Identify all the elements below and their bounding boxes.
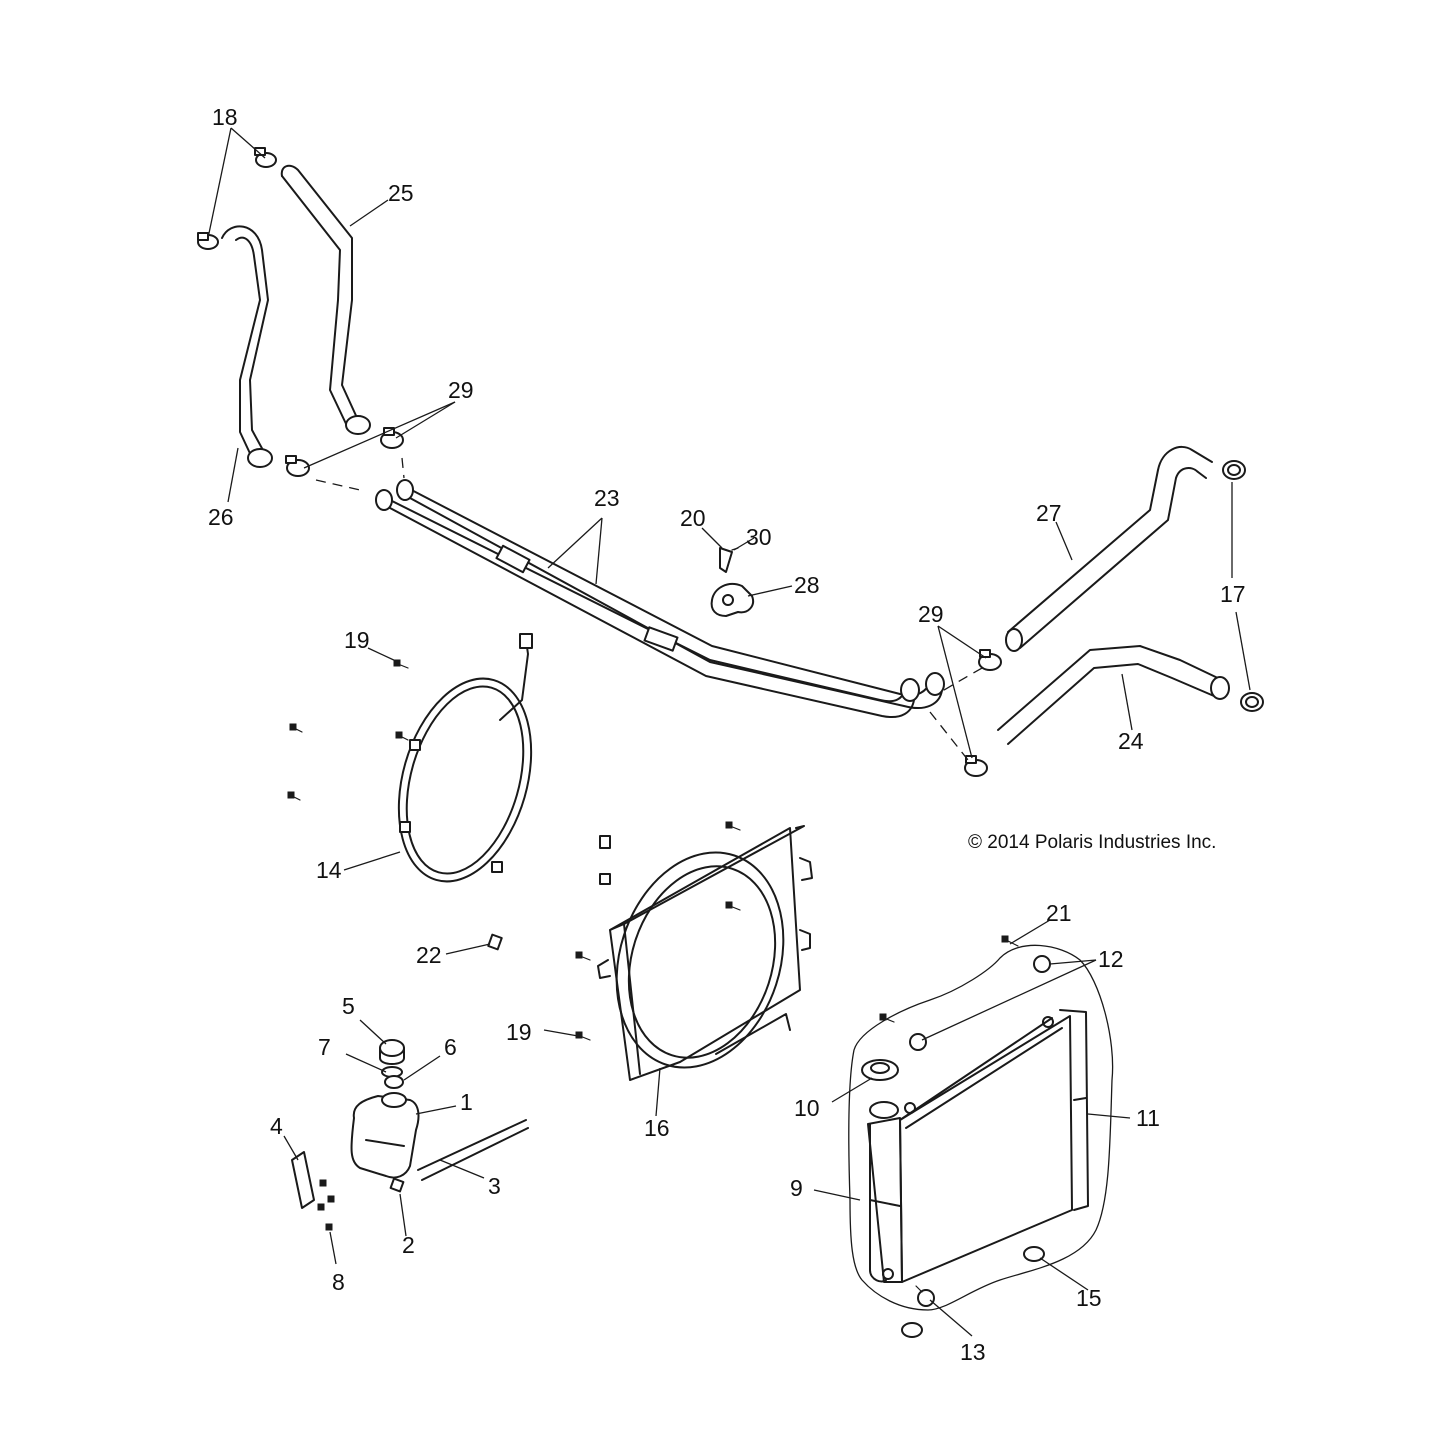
tube-3 [417, 1119, 529, 1181]
callout-12: 12 [1098, 946, 1124, 972]
radiator-9 [867, 1009, 1089, 1283]
callout-23: 23 [594, 485, 620, 511]
callout-10: 10 [794, 1095, 820, 1121]
clip-20 [719, 547, 733, 573]
callout-6: 6 [444, 1034, 457, 1060]
clamp-29-right-b [964, 755, 988, 777]
callout-13: 13 [960, 1339, 986, 1365]
callout-4: 4 [270, 1113, 283, 1139]
callout-20: 20 [680, 505, 706, 531]
callout-leaders [207, 127, 1251, 1337]
bracket-4 [291, 1151, 315, 1209]
clamp-29-right-a [978, 649, 1002, 671]
callout-24: 24 [1118, 728, 1144, 754]
callout-11: 11 [1136, 1105, 1160, 1131]
fan-ring-14 [397, 633, 533, 883]
callout-30: 30 [746, 524, 772, 550]
clamp-18-top [254, 147, 277, 168]
coolant-tubes-23 [375, 479, 945, 718]
hose-25 [280, 164, 371, 435]
callout-2: 2 [402, 1232, 415, 1258]
callout-21: 21 [1046, 900, 1072, 926]
hose-27 [1005, 445, 1213, 652]
bolts-19 [287, 659, 591, 1041]
radiator-mount-outline-11 [848, 944, 1114, 1311]
callout-8: 8 [332, 1269, 345, 1295]
callout-27: 27 [1036, 500, 1062, 526]
screws-8 [317, 1179, 335, 1231]
callout-labels: 18 25 29 26 23 20 30 28 27 17 29 24 19 1… [208, 104, 1246, 1365]
callout-9: 9 [790, 1175, 803, 1201]
radiator-cap-10 [861, 1059, 899, 1081]
bolt-21 [879, 935, 1019, 1023]
hose-26 [221, 225, 273, 468]
reservoir-1 [350, 1092, 420, 1193]
clamp-17-bottom [1240, 692, 1264, 712]
callout-19-top: 19 [344, 627, 370, 653]
grommet-12 [909, 955, 1051, 1051]
nut-22 [487, 933, 503, 951]
callout-26: 26 [208, 504, 234, 530]
callout-28: 28 [794, 572, 820, 598]
dashed-leaders [315, 457, 983, 761]
seal-6 [384, 1075, 404, 1089]
bracket-28 [710, 582, 754, 617]
clamp-29-left-a [285, 455, 310, 477]
callout-7: 7 [318, 1034, 331, 1060]
callout-1: 1 [460, 1089, 473, 1115]
clamp-17-top [1222, 460, 1246, 480]
bolt-13 [915, 1285, 935, 1307]
callout-14: 14 [316, 857, 342, 883]
shroud-16 [575, 821, 813, 1081]
callout-16: 16 [644, 1115, 670, 1141]
cap-5 [379, 1039, 405, 1065]
callout-19-bottom: 19 [506, 1019, 532, 1045]
callout-22: 22 [416, 942, 442, 968]
callout-29-right: 29 [918, 601, 944, 627]
callout-3: 3 [488, 1173, 501, 1199]
callout-5: 5 [342, 993, 355, 1019]
callout-25: 25 [388, 180, 414, 206]
callout-29-left: 29 [448, 377, 474, 403]
grommet-15 [901, 1246, 1045, 1338]
hose-24 [997, 645, 1230, 745]
copyright-notice: © 2014 Polaris Industries Inc. [968, 832, 1216, 853]
callout-18: 18 [212, 104, 238, 130]
clamp-29-left-b [380, 427, 404, 449]
callout-15: 15 [1076, 1285, 1102, 1311]
callout-17: 17 [1220, 581, 1246, 607]
